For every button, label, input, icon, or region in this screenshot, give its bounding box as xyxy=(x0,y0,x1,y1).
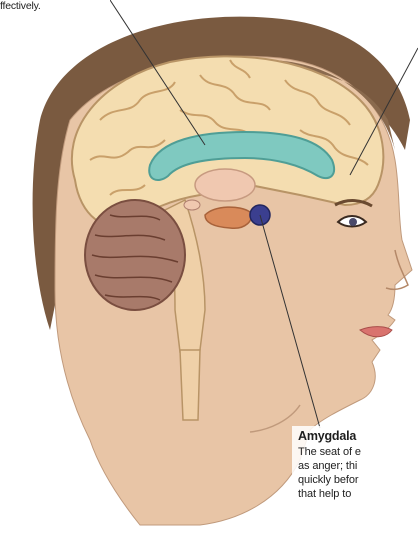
amygdala-desc-line: that help to xyxy=(298,488,351,500)
pituitary xyxy=(184,200,200,210)
amygdala-desc-line: quickly befor xyxy=(298,474,358,486)
spinal-cord xyxy=(180,350,200,420)
amygdala-desc-line: as anger; thi xyxy=(298,460,357,472)
caption-fragment-top: ffectively. xyxy=(0,0,41,12)
thalamus xyxy=(195,169,255,201)
amygdala-desc-line: The seat of e xyxy=(298,446,361,458)
iris xyxy=(349,218,357,226)
amygdala-label: Amygdala xyxy=(298,429,356,443)
